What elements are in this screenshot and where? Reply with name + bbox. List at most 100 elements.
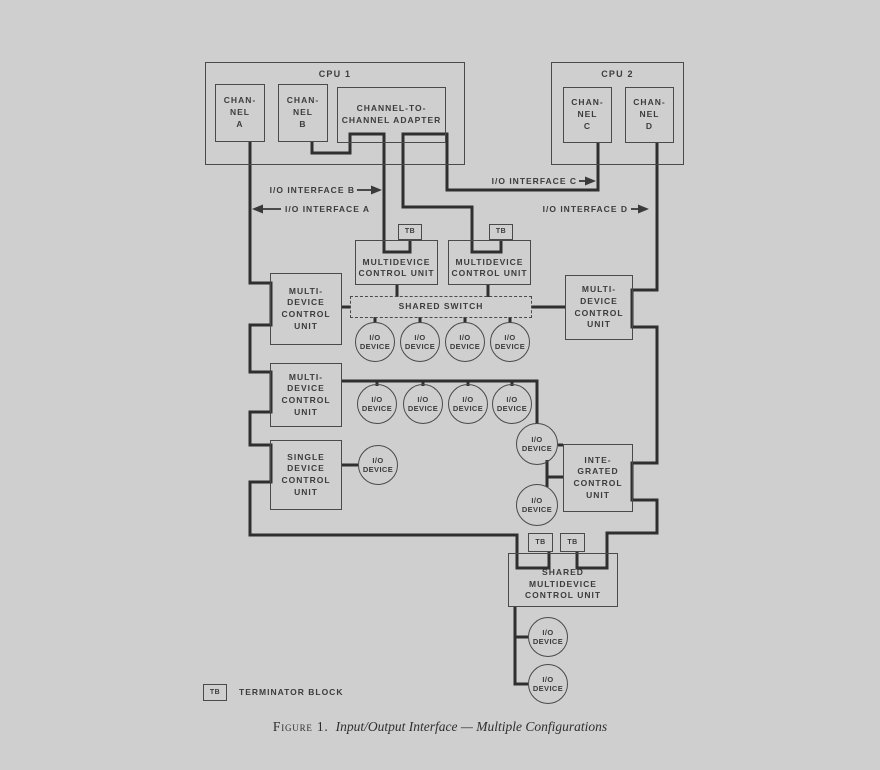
box-label-line: DEVICE <box>521 444 553 453</box>
box-label-line: MULTIDEVICE <box>362 256 431 267</box>
channel-a-box: CHAN- NEL A <box>215 84 265 142</box>
cable-interface-b <box>310 132 412 254</box>
box-label-line: DEVICE <box>404 342 436 351</box>
cpu2-box <box>551 62 684 165</box>
box-label-line: I/O <box>504 332 516 342</box>
cpu1-title: CPU 1 <box>318 69 352 79</box>
box-label-line: I/O <box>462 394 474 404</box>
box-label-line: DEVICE <box>359 342 391 351</box>
terminator-block-4: TB <box>560 533 585 552</box>
box-label-line: CHANNEL-TO- <box>356 103 427 114</box>
multi-device-control-unit-right-box: MULTI- DEVICE CONTROL UNIT <box>565 275 633 340</box>
multidevice-control-unit-1-box: MULTIDEVICE CONTROL UNIT <box>355 240 438 285</box>
caption-figure-number: Figure 1. <box>272 719 329 734</box>
box-label-line: CONTROL <box>573 478 623 488</box>
box-label-line: MULTIDEVICE <box>529 578 597 589</box>
box-label-line: DEVICE <box>449 342 481 351</box>
io-device-circle: I/O DEVICE <box>490 322 530 362</box>
box-label-line: DEVICE <box>361 404 393 413</box>
box-label-line: I/O <box>369 332 381 342</box>
box-label-line: I/O <box>506 394 518 404</box>
box-label-line: DEVICE <box>407 404 439 413</box>
io-device-circle: I/O DEVICE <box>358 445 398 485</box>
box-label-line: DEVICE <box>532 637 564 646</box>
box-label-line: GRATED <box>577 466 619 477</box>
terminator-block-1: TB <box>398 224 422 240</box>
interface-d-label: I/O INTERFACE D <box>542 204 628 214</box>
channel-to-channel-adapter-box: CHANNEL-TO- CHANNEL ADAPTER <box>337 87 446 143</box>
interface-c-label: I/O INTERFACE C <box>491 176 577 186</box>
box-label-line: I/O <box>542 627 554 637</box>
cable-switch-drops <box>373 317 512 323</box>
box-label-line: INTE- <box>584 454 612 465</box>
channel-c-box: CHAN- NEL C <box>563 87 612 143</box>
terminator-block-2: TB <box>489 224 513 240</box>
terminator-block-3: TB <box>528 533 553 552</box>
box-label-line: DEVICE <box>580 295 618 306</box>
box-label-line: MULTI- <box>288 371 324 382</box>
cable-bottom-chain <box>513 607 528 686</box>
arrowhead-b-icon <box>371 185 382 195</box>
io-device-circle: I/O DEVICE <box>516 423 558 465</box>
box-label-line: DEVICE <box>494 342 526 351</box>
integrated-control-unit-box: INTE- GRATED CONTROL UNIT <box>563 444 633 512</box>
cpu1-box <box>205 62 465 165</box>
channel-b-box: CHAN- NEL B <box>278 84 328 142</box>
box-label-line: I/O <box>542 674 554 684</box>
io-device-circle: I/O DEVICE <box>448 384 488 424</box>
io-device-circle: I/O DEVICE <box>403 384 443 424</box>
channel-d-box: CHAN- NEL D <box>625 87 674 143</box>
box-label-line: CHAN- <box>223 95 257 106</box>
box-label-line: DEVICE <box>287 383 325 394</box>
io-device-circle: I/O DEVICE <box>528 617 568 657</box>
box-label-line: I/O <box>417 394 429 404</box>
box-label-line: DEVICE <box>521 505 553 514</box>
box-label-line: SHARED <box>542 566 584 577</box>
box-label-line: UNIT <box>294 406 318 417</box>
box-label-line: CONTROL UNIT <box>358 268 435 279</box>
box-label-line: DEVICE <box>532 684 564 693</box>
box-label-line: CONTROL UNIT <box>451 268 528 279</box>
box-label-line: DEVICE <box>452 404 484 413</box>
box-label-line: CONTROL <box>281 475 331 485</box>
box-label-line: A <box>236 118 244 129</box>
tb-label: TB <box>495 228 507 236</box>
box-label-line: SINGLE <box>287 451 325 462</box>
box-label-line: I/O <box>459 332 471 342</box>
box-label-line: CHANNEL ADAPTER <box>341 115 442 125</box>
box-label-line: DEVICE <box>287 297 325 308</box>
box-label-line: DEVICE <box>496 404 528 413</box>
cpu2-title: CPU 2 <box>601 69 634 79</box>
shared-switch-box: SHARED SWITCH <box>350 296 532 318</box>
box-label-line: UNIT <box>586 489 610 500</box>
interface-b-label: I/O INTERFACE B <box>269 185 355 195</box>
box-label-line: MULTIDEVICE <box>455 256 524 267</box>
box-label-line: MULTI- <box>581 284 617 295</box>
tb-label: TB <box>209 688 221 696</box>
box-label-line: I/O <box>372 455 384 465</box>
box-label-line: I/O <box>414 332 426 342</box>
box-label-line: MULTI- <box>288 285 324 296</box>
box-label-line: D <box>645 120 654 131</box>
box-label-line: I/O <box>531 434 543 444</box>
multidevice-control-unit-2-box: MULTIDEVICE CONTROL UNIT <box>448 240 531 285</box>
tb-label: TB <box>567 538 578 546</box>
legend-tb-box: TB <box>203 684 227 701</box>
legend-label: TERMINATOR BLOCK <box>239 687 344 697</box>
box-label-line: CONTROL <box>281 395 331 405</box>
multi-device-control-unit-left-1-box: MULTI- DEVICE CONTROL UNIT <box>270 273 342 345</box>
multi-device-control-unit-left-2-box: MULTI- DEVICE CONTROL UNIT <box>270 363 342 427</box>
box-label-line: UNIT <box>294 320 318 331</box>
arrowhead-a-icon <box>252 204 263 214</box>
arrowhead-c-icon <box>585 176 596 186</box>
tb-label: TB <box>404 228 416 236</box>
box-label-line: CONTROL <box>281 309 331 319</box>
tb-label: TB <box>535 538 546 546</box>
box-label-line: I/O <box>531 495 543 505</box>
box-label-line: UNIT <box>294 486 318 497</box>
interface-a-label: I/O INTERFACE A <box>285 204 371 214</box>
box-label-line: CHAN- <box>286 95 320 106</box>
cable-row2-bus <box>342 379 539 424</box>
box-label-line: CONTROL UNIT <box>524 590 602 601</box>
cable-interface-a <box>248 142 551 570</box>
